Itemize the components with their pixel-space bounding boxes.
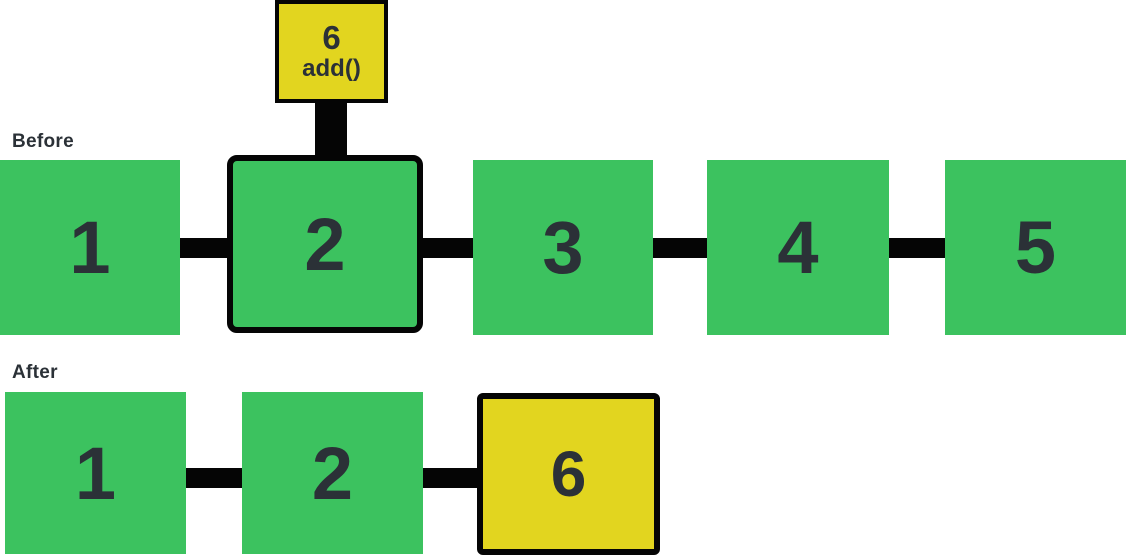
before-section-label: Before	[12, 131, 74, 152]
add-callout: 6 add()	[275, 0, 388, 103]
link-connector-before-3-4	[653, 238, 708, 258]
node-value: 2	[311, 431, 354, 515]
link-connector-after-1-2	[186, 468, 242, 488]
node-before-3: 3	[473, 160, 653, 335]
node-before-2-highlighted: 2	[227, 155, 423, 333]
node-after-6-inserted: 6	[477, 393, 660, 555]
add-callout-value: 6	[322, 19, 341, 57]
node-after-2: 2	[242, 392, 423, 554]
node-after-1: 1	[5, 392, 186, 554]
node-before-1: 1	[0, 160, 180, 335]
link-connector-after-2-6	[422, 468, 479, 488]
node-value: 1	[74, 431, 117, 515]
callout-stem-connector	[315, 99, 347, 161]
node-value: 2	[304, 202, 346, 286]
link-connector-before-1-2	[180, 238, 230, 258]
link-connector-before-4-5	[889, 238, 945, 258]
node-value: 3	[542, 206, 584, 289]
node-before-5: 5	[945, 160, 1126, 335]
node-value: 6	[550, 438, 587, 510]
add-callout-method: add()	[302, 55, 361, 83]
node-value: 5	[1014, 206, 1057, 289]
node-value: 1	[69, 206, 111, 289]
link-connector-before-2-3	[420, 238, 475, 258]
node-value: 4	[777, 206, 819, 289]
after-section-label: After	[12, 362, 58, 383]
node-before-4: 4	[707, 160, 889, 335]
